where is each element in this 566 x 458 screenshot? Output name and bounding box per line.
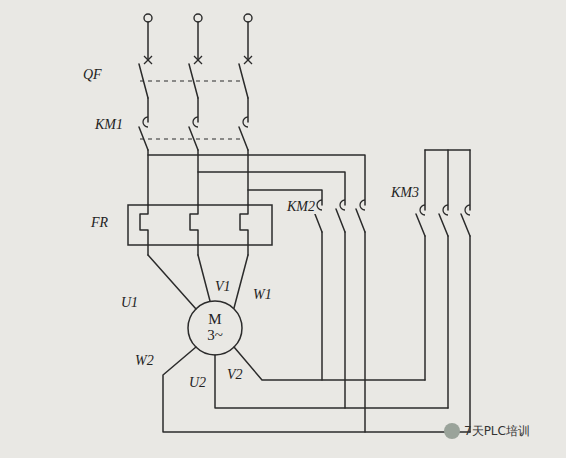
wire <box>336 209 345 232</box>
supply-terminal <box>144 14 152 22</box>
wire <box>147 22 149 60</box>
contact-mark <box>360 200 365 210</box>
wire <box>190 205 198 255</box>
watermark: 7天PLC培训 <box>464 425 530 437</box>
wire <box>247 150 249 205</box>
supply-terminal <box>194 14 202 22</box>
part-label: U1 <box>120 296 139 310</box>
contact-mark <box>317 200 322 210</box>
supply-terminal <box>244 14 252 22</box>
wire <box>469 236 471 432</box>
wire <box>147 98 149 122</box>
breaker-mark <box>244 56 252 64</box>
wire <box>240 205 248 255</box>
wire <box>239 127 248 150</box>
wire <box>439 214 448 236</box>
breaker-mark <box>244 56 252 64</box>
wire <box>416 214 425 236</box>
part-label: QF <box>82 68 103 82</box>
wire <box>198 255 210 301</box>
contact-mark <box>193 117 198 127</box>
wire <box>461 214 470 236</box>
contact-mark <box>443 205 448 215</box>
wire <box>239 64 248 98</box>
part-label: W2 <box>134 354 155 368</box>
wire <box>447 236 449 408</box>
wire <box>197 98 199 122</box>
wire <box>424 150 426 210</box>
wire <box>356 209 365 232</box>
wire <box>447 150 449 210</box>
mechanical-link <box>140 138 244 139</box>
wire <box>148 255 196 309</box>
motor-text: M <box>208 312 221 328</box>
breaker-mark <box>194 56 202 64</box>
part-label: KM1 <box>94 118 124 132</box>
wire <box>469 150 471 210</box>
wire <box>424 236 426 380</box>
mechanical-link <box>140 80 244 81</box>
wire <box>321 232 323 380</box>
wire <box>247 22 249 60</box>
part-label: KM2 <box>286 200 316 214</box>
wire <box>197 22 199 60</box>
motor-symbol: M3~ <box>186 299 244 357</box>
breaker-mark <box>144 56 152 64</box>
contact-mark <box>340 200 345 210</box>
contact-mark <box>465 205 470 215</box>
wire <box>364 232 366 432</box>
wire <box>344 232 346 408</box>
wire <box>198 172 345 205</box>
watermark-icon <box>444 423 460 439</box>
part-label: V2 <box>226 368 244 382</box>
contact-mark <box>420 205 425 215</box>
breaker-mark <box>194 56 202 64</box>
contact-mark <box>243 117 248 127</box>
overload-relay-box <box>128 205 272 245</box>
wire <box>197 150 199 205</box>
part-label: U2 <box>188 376 207 390</box>
wire <box>215 355 448 408</box>
part-label: FR <box>90 216 109 230</box>
part-label: KM3 <box>390 186 420 200</box>
wire <box>247 98 249 122</box>
part-label: W1 <box>252 288 273 302</box>
wire <box>163 347 470 432</box>
part-label: V1 <box>214 280 232 294</box>
breaker-mark <box>144 56 152 64</box>
wire <box>234 255 248 308</box>
contact-mark <box>143 117 148 127</box>
wire <box>234 347 425 380</box>
wire <box>140 205 148 255</box>
wire <box>147 150 149 205</box>
motor-text: 3~ <box>207 328 223 344</box>
wire <box>148 155 365 205</box>
